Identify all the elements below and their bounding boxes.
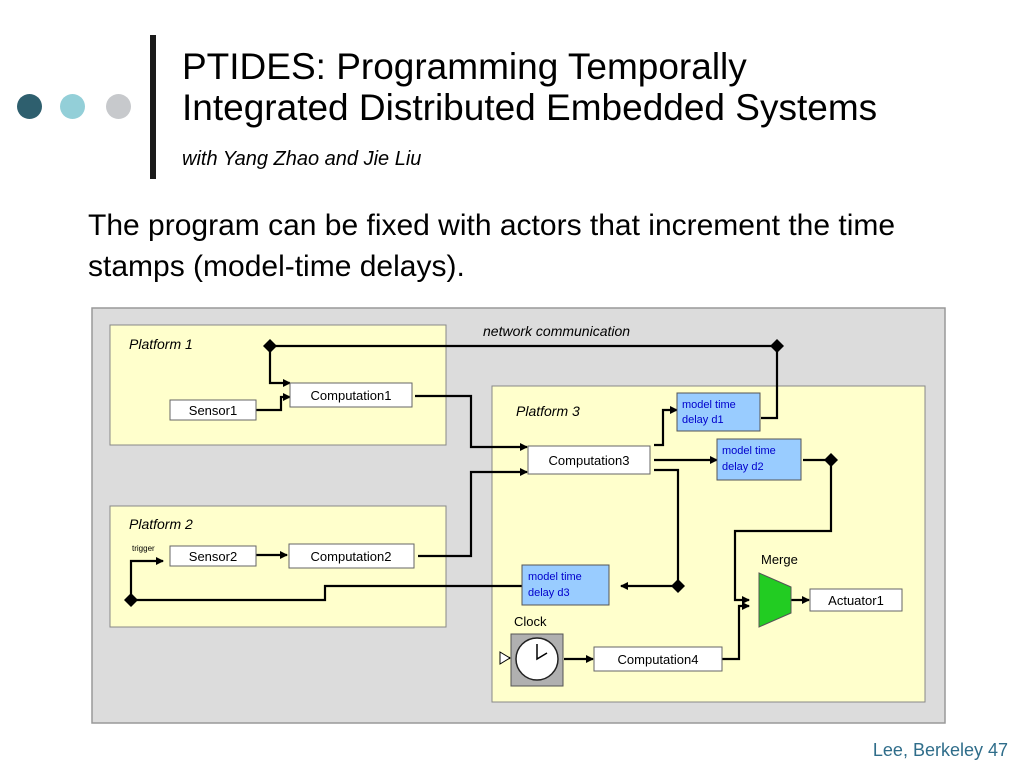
computation2-label: Computation2: [311, 549, 392, 564]
relation-diamond-trigger: [124, 593, 138, 607]
title-line-2: Integrated Distributed Embedded Systems: [182, 87, 878, 128]
title-divider-bar: [150, 35, 156, 179]
dot-teal: [60, 94, 85, 119]
sensor1-label: Sensor1: [189, 403, 237, 418]
sensor1-actor: Sensor1: [169, 399, 257, 421]
relation-diamonds: [124, 339, 838, 607]
dot-dark: [17, 94, 42, 119]
delay-d3-line1: model time: [528, 571, 582, 583]
clock-input-port: [499, 651, 511, 665]
network-communication-label: network communication: [483, 323, 630, 339]
wire-comp4-to-merge: [722, 602, 750, 661]
ptides-diagram: Platform 1 Platform 2 Platform 3 network…: [91, 307, 946, 724]
platform-2-label: Platform 2: [129, 516, 193, 532]
merge-shape: [758, 572, 792, 628]
delay-d3-actor: model time delay d3: [521, 564, 610, 606]
computation1-actor: Computation1: [289, 382, 413, 408]
wire-relation-to-comp1: [268, 346, 291, 387]
clock-label: Clock: [514, 614, 547, 629]
relation-diamond-d3: [671, 579, 685, 593]
dot-gray: [106, 94, 131, 119]
wire-sensor1-to-comp1: [256, 393, 291, 412]
wire-network: [270, 344, 779, 420]
wire-d3-to-trigger: [129, 557, 522, 602]
delay-d1-line2: delay d1: [682, 414, 724, 426]
delay-d3-line2: delay d3: [528, 587, 570, 599]
clock-actor: Clock: [499, 614, 564, 687]
trigger-label: trigger: [132, 544, 155, 553]
title-line-1: PTIDES: Programming Temporally: [182, 46, 747, 87]
actuator1-actor: Actuator1: [809, 588, 903, 612]
delay-d2-line1: model time: [722, 445, 776, 457]
decorative-dots: [17, 94, 137, 120]
wire-comp2-to-comp3: [418, 468, 528, 558]
merge-actor: Merge: [758, 552, 798, 628]
delay-d2-actor: model time delay d2: [716, 438, 802, 481]
merge-label: Merge: [761, 552, 798, 567]
computation4-label: Computation4: [618, 652, 699, 667]
delay-d1-line1: model time: [682, 399, 736, 411]
slide-subtitle: with Yang Zhao and Jie Liu: [182, 148, 422, 170]
computation3-actor: Computation3: [527, 445, 651, 475]
sensor2-actor: Sensor2: [169, 545, 257, 567]
relation-diamond-d2: [824, 453, 838, 467]
computation4-actor: Computation4: [593, 646, 723, 672]
delay-d1-actor: model time delay d1: [676, 392, 761, 432]
wire-comp3-to-d1: [654, 406, 678, 447]
relation-diamond-network: [263, 339, 277, 353]
computation2-actor: Computation2: [288, 543, 415, 569]
delay-d2-line2: delay d2: [722, 461, 764, 473]
slide-body-text: The program can be fixed with actors tha…: [88, 209, 896, 283]
relation-diamond-d1: [770, 339, 784, 353]
wire-comp3-to-d3: [620, 468, 680, 590]
computation3-label: Computation3: [549, 453, 630, 468]
actuator1-label: Actuator1: [828, 593, 884, 608]
slide-footer: Lee, Berkeley 47: [872, 740, 1008, 760]
computation1-label: Computation1: [311, 388, 392, 403]
connections: [129, 344, 833, 663]
platform-1-label: Platform 1: [129, 336, 193, 352]
platform-3-label: Platform 3: [516, 403, 580, 419]
wire-comp1-to-comp3: [415, 394, 528, 451]
sensor2-label: Sensor2: [189, 549, 237, 564]
